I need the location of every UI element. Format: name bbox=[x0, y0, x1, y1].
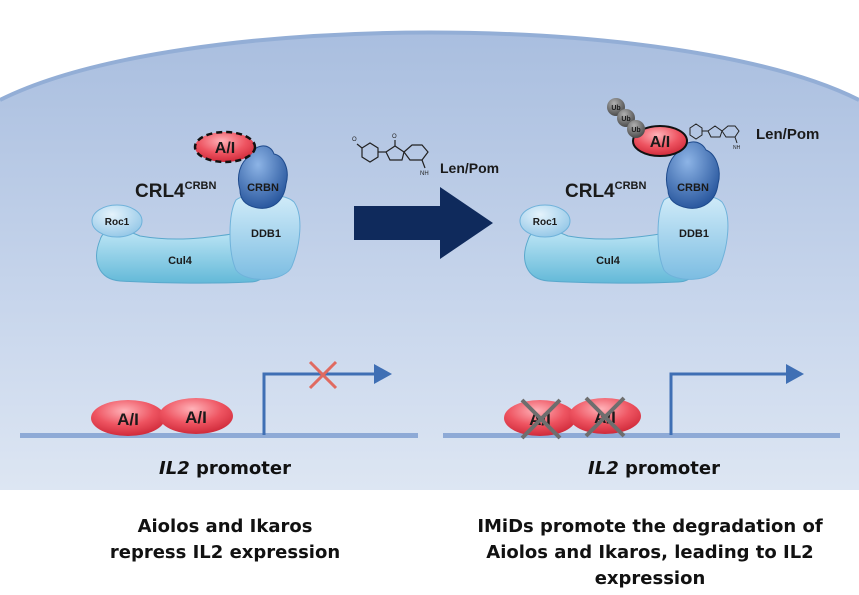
degraded-cross-icon bbox=[584, 396, 626, 438]
roc1-protein bbox=[519, 204, 571, 238]
left-dna: A/I A/I IL2 promoter bbox=[20, 360, 418, 479]
right-caption: IMiDs promote the degradation of Aiolos … bbox=[440, 514, 859, 592]
left-crl4-complex: A/I CRBN DDB1 Roc1 Cul4 CRL4CRBN bbox=[91, 130, 301, 284]
protein-label: A/I bbox=[185, 408, 207, 427]
drug-atom-o1: O bbox=[352, 137, 357, 143]
middle-drug-label: Len/Pom bbox=[440, 160, 499, 176]
roc1-label: Roc1 bbox=[533, 217, 558, 228]
ddb1-label: DDB1 bbox=[251, 228, 281, 240]
promoter-arrowhead bbox=[786, 364, 804, 384]
drug-atom-nh2: NH bbox=[420, 171, 429, 177]
substrate-label: A/I bbox=[650, 134, 670, 151]
substrate-label: A/I bbox=[215, 140, 235, 157]
ub-label: Ub bbox=[611, 105, 620, 112]
crbn-label: CRBN bbox=[247, 182, 279, 194]
roc1-label: Roc1 bbox=[105, 217, 130, 228]
promoter-arrowhead bbox=[374, 364, 392, 384]
aiolos-ikaros-protein bbox=[91, 400, 165, 436]
caption-line: Aiolos and Ikaros bbox=[137, 516, 313, 537]
drug-atom-o2: O bbox=[392, 134, 397, 140]
reaction-arrow bbox=[354, 187, 493, 259]
promoter-label: IL2 promoter bbox=[159, 458, 291, 479]
right-dna: A/I A/I IL2 promoter bbox=[443, 364, 840, 479]
complex-name: CRL4CRBN bbox=[565, 180, 646, 202]
crbn-label: CRBN bbox=[677, 182, 709, 194]
bound-drug-structure bbox=[689, 123, 740, 144]
caption-line: repress IL2 expression bbox=[109, 542, 341, 563]
roc1-protein bbox=[91, 204, 143, 238]
promoter-arrow bbox=[262, 372, 377, 435]
complex-superscript: CRBN bbox=[615, 180, 647, 192]
bound-drug-nh2: NH bbox=[733, 145, 741, 151]
aiolos-ikaros-protein bbox=[159, 398, 233, 434]
caption-line: IMiDs promote the degradation of bbox=[477, 516, 823, 537]
promoter-label: IL2 promoter bbox=[588, 458, 720, 479]
substrate-protein bbox=[632, 125, 688, 157]
cul4-label: Cul4 bbox=[596, 255, 621, 267]
substrate-protein-dashed bbox=[193, 130, 257, 164]
complex-name: CRL4CRBN bbox=[135, 180, 216, 202]
lenalidomide-structure bbox=[356, 140, 429, 169]
ub-label: Ub bbox=[631, 127, 640, 134]
protein-label: A/I bbox=[117, 410, 139, 429]
blocked-transcription-cross-icon bbox=[308, 360, 338, 390]
promoter-arrow bbox=[669, 372, 788, 435]
ubiquitin-icon bbox=[627, 120, 645, 138]
left-caption: Aiolos and Ikaros repress IL2 expression bbox=[30, 514, 420, 566]
complex-superscript: CRBN bbox=[185, 180, 217, 192]
right-drug-label: Len/Pom bbox=[756, 126, 819, 143]
dna-strand bbox=[443, 433, 840, 438]
ddb1-label: DDB1 bbox=[679, 228, 709, 240]
cul4-label: Cul4 bbox=[168, 255, 193, 267]
dna-strand bbox=[20, 433, 418, 438]
cell-membrane-edge bbox=[0, 30, 859, 102]
caption-line: Aiolos and Ikaros, leading to IL2 bbox=[486, 542, 814, 563]
ub-label: Ub bbox=[621, 116, 630, 123]
degraded-cross-icon bbox=[520, 398, 562, 440]
caption-line: expression bbox=[594, 568, 706, 589]
right-crl4-complex: Ub Ub Ub A/I NH Len/Pom CRBN DDB1 Roc1 C… bbox=[519, 98, 819, 284]
